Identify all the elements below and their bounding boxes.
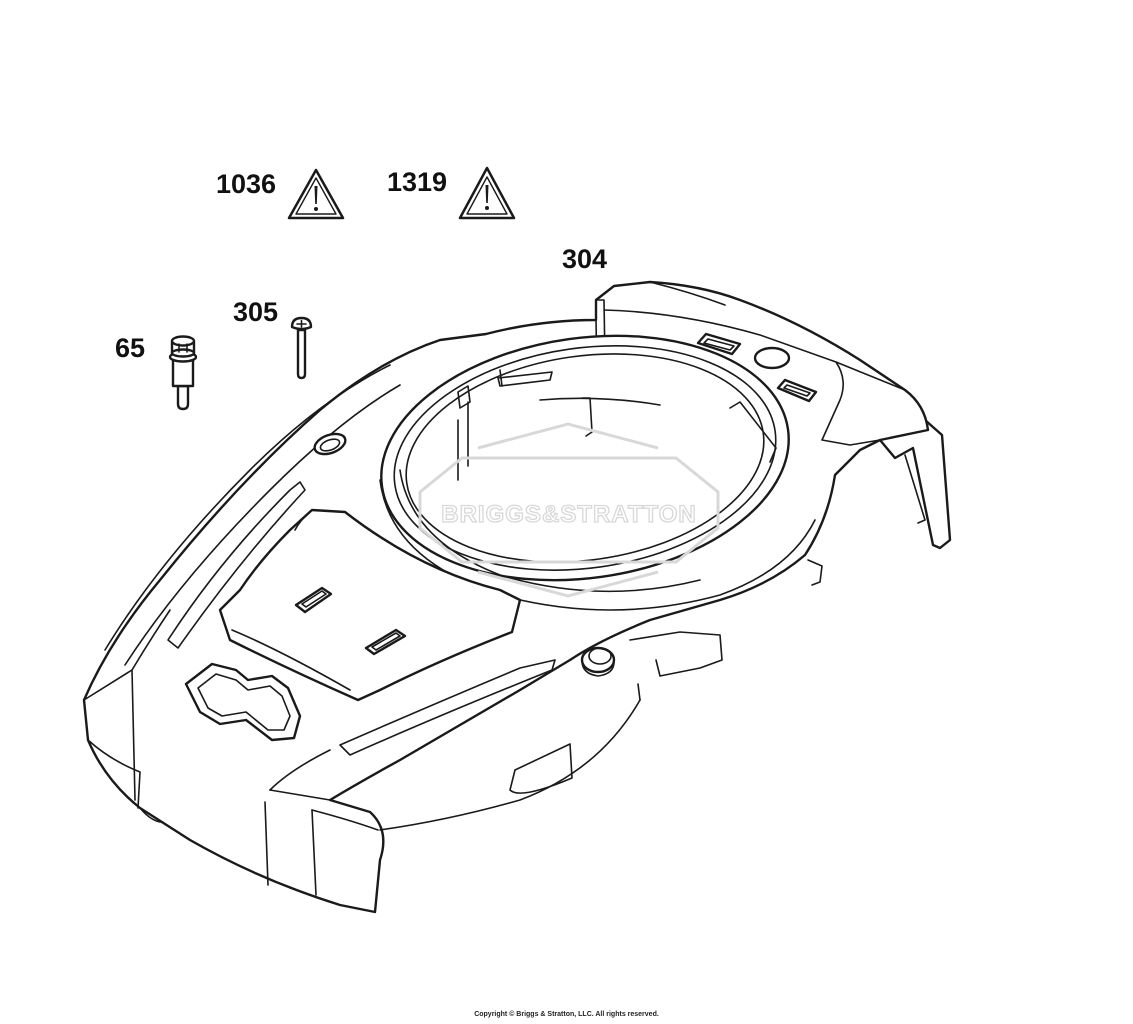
callout-1319-group: 1319 bbox=[387, 166, 516, 220]
callout-305[interactable]: 305 bbox=[233, 297, 278, 327]
warning-triangle-icon[interactable] bbox=[458, 166, 516, 220]
copyright-notice: Copyright © Briggs & Stratton, LLC. All … bbox=[474, 1011, 659, 1018]
watermark-text: BRIGGS&STRATTON bbox=[441, 501, 696, 528]
briggs-stratton-watermark-logo: BRIGGS&STRATTON bbox=[418, 422, 720, 598]
bolt-part-65[interactable] bbox=[168, 335, 198, 411]
screw-part-305[interactable] bbox=[290, 316, 313, 380]
blower-housing-part-304[interactable]: BRIGGS&STRATTON bbox=[82, 280, 952, 914]
callout-304[interactable]: 304 bbox=[562, 244, 607, 274]
callout-1036-group: 1036 bbox=[216, 168, 345, 220]
warning-triangle-icon[interactable] bbox=[287, 168, 345, 220]
callout-1036[interactable]: 1036 bbox=[216, 169, 276, 199]
callout-65[interactable]: 65 bbox=[115, 333, 145, 363]
callout-1319[interactable]: 1319 bbox=[387, 167, 447, 197]
